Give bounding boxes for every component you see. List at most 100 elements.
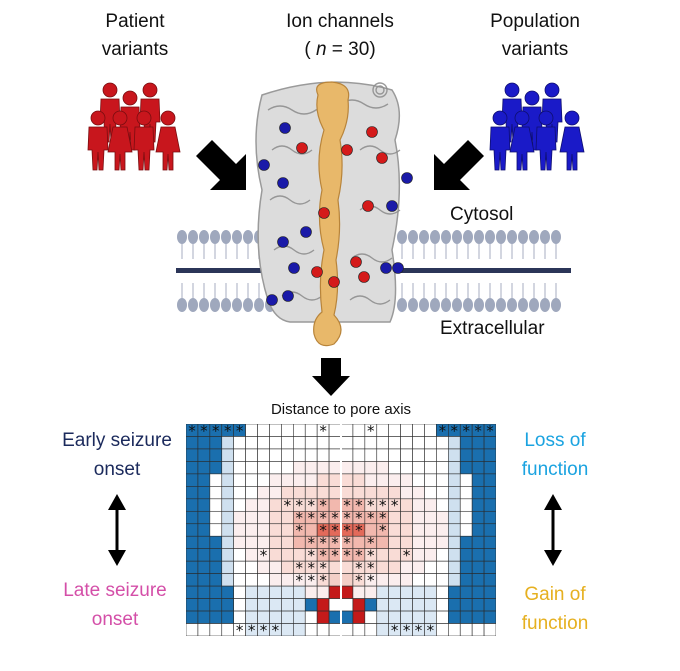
significance-asterisk: * [296,522,304,540]
lipid-head [496,298,506,312]
significance-asterisk: * [474,424,482,440]
significance-asterisk: * [296,571,304,589]
lipid-head [430,230,440,244]
lipid-head [441,230,451,244]
heatmap-cell [197,548,211,562]
heatmap-cell [459,523,473,537]
heatmap-cell [221,523,234,537]
heatmap-cell [197,598,211,612]
significance-asterisk: * [331,522,339,540]
heatmap-cell [293,461,306,475]
heatmap-cell [436,585,449,599]
heatmap-cell [376,610,389,624]
patient-variant-sphere [358,271,370,283]
heatmap-cell [245,461,258,475]
heatmap-cell [483,535,496,550]
heatmap-cell [245,486,258,500]
heatmap-cell [257,585,270,599]
lipid-head [463,298,473,312]
heatmap-cell [436,610,449,624]
lipid-head [474,298,484,312]
significance-asterisk: * [355,571,363,589]
heatmap-cell [221,548,234,562]
lipid-head [430,298,440,312]
heatmap-cell [186,560,199,574]
heatmap-cell [281,448,294,462]
significance-asterisk: * [391,497,399,515]
heatmap-cell [328,585,342,599]
heatmap-cell [388,548,401,562]
heatmap-cell [269,448,282,462]
double-arrow-icon-left [108,494,126,566]
heatmap-cell [209,560,223,574]
significance-asterisk: * [355,509,363,527]
heatmap-cell [400,436,413,450]
heatmap-cell [459,548,473,562]
heatmap-cell [233,510,246,525]
heatmap-cell [483,486,496,500]
lipid-head [529,298,539,312]
arrow-icon-right [434,140,484,190]
patient-variant-sphere [376,152,388,164]
significance-asterisk: * [319,522,327,540]
heatmap-cell [412,498,425,512]
heatmap-cell [269,486,282,500]
significance-asterisk: * [367,559,375,577]
membrane-left [177,230,275,312]
heatmap-cell [186,610,199,624]
heatmap-cell [209,448,223,462]
heatmap-cell [221,448,234,462]
significance-asterisk: * [427,621,435,636]
extracellular-label: Extracellular [440,318,545,339]
heatmap-cell [209,573,223,587]
heatmap-cell [388,598,401,612]
heatmap-cell [293,623,306,636]
lipid-head [199,230,209,244]
heatmap-cell [245,448,258,462]
heatmap-cell [245,560,258,574]
heatmap-cell [197,610,211,624]
heatmap-cell [424,498,437,512]
heatmap-cell [388,560,401,574]
heatmap-cell [197,510,211,525]
heatmap-cell [186,535,199,550]
population-variant-sphere [258,159,270,171]
heatmap-cell [304,448,318,462]
heatmap-cell [186,498,199,512]
variant-spheres [258,122,413,306]
heatmap-cell [376,598,389,612]
population-variant-sphere [277,177,289,189]
heatmap-cell [412,523,425,537]
significance-asterisk: * [296,559,304,577]
heatmap-cell [471,523,485,537]
heatmap-cell [388,424,401,437]
heatmap-cell [459,510,473,525]
heatmap-cell [245,473,258,487]
significance-asterisk: * [248,621,256,636]
heatmap-cell [400,473,413,487]
heatmap-cell [328,424,342,437]
significance-asterisk: * [319,509,327,527]
heatmap-cell [483,623,496,636]
significance-asterisk: * [188,424,196,440]
significance-asterisk: * [343,522,351,540]
double-arrow-icon-right [544,494,562,566]
heatmap-cell [316,610,330,624]
lipid-head [232,230,242,244]
heatmap-cell [412,436,425,450]
heatmap-cell [448,535,461,550]
population-variant-sphere [277,236,289,248]
heatmap-cell [269,498,282,512]
heatmap-cell [340,473,354,487]
significance-asterisk: * [236,621,244,636]
heatmap-cell [436,523,449,537]
heatmap-cell [257,473,270,487]
heatmap-cell [376,473,389,487]
lipid-head [188,230,198,244]
heatmap-cell [412,461,425,475]
heatmap-cell [483,585,496,599]
population-variant-sphere [266,294,278,306]
heatmap-cell [233,548,246,562]
heatmap-cell [316,473,330,487]
heatmap-cell [186,510,199,525]
